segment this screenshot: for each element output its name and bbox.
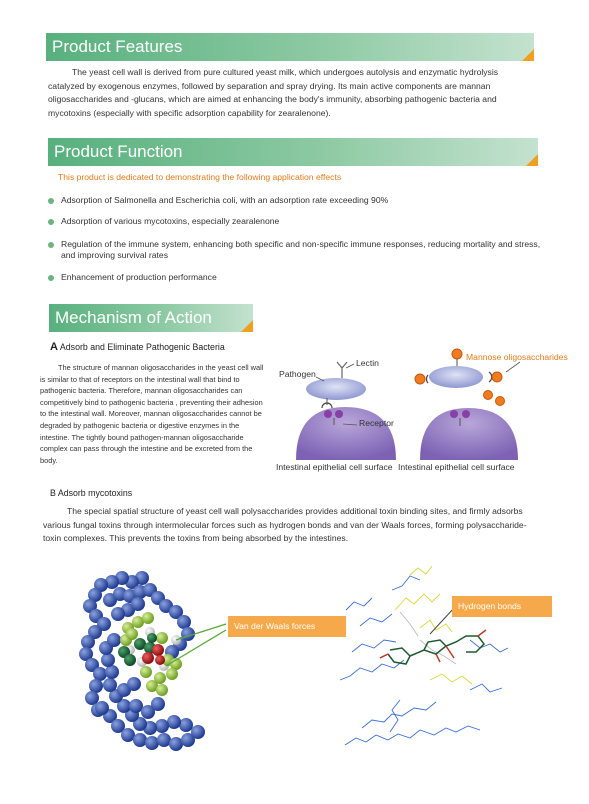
list-item: Regulation of the immune system, enhanci…: [48, 239, 551, 261]
function-intro: This product is dedicated to demonstrati…: [58, 172, 342, 182]
label-hydrogen-bonds: Hydrogen bonds: [452, 596, 552, 617]
section-title: Product Features: [52, 37, 183, 56]
epithelial-cell-left: [296, 407, 396, 460]
callout-pointer: [429, 607, 455, 635]
label-surface-right: Intestinal epithelial cell surface: [398, 462, 515, 472]
mannose-icon: [414, 373, 426, 385]
space-filling-model: [79, 571, 205, 751]
subsection-a-heading: A Adsorb and Eliminate Pathogenic Bacter…: [50, 341, 225, 353]
corner-accent: [241, 320, 253, 332]
pathogen-shape: [306, 378, 366, 400]
callout-pointer: [165, 629, 227, 667]
lectin-binding-icon: [425, 374, 429, 384]
section-header-features: Product Features: [46, 33, 534, 61]
receptor-icon: [450, 410, 458, 418]
subsection-title: Adsorb and Eliminate Pathogenic Bacteria: [59, 342, 225, 352]
subsection-b-paragraph: The special spatial structure of yeast c…: [43, 506, 527, 543]
label-surface-left: Intestinal epithelial cell surface: [276, 462, 393, 472]
receptor-icon: [335, 410, 343, 418]
corner-accent: [522, 49, 534, 61]
mannose-icon: [483, 390, 493, 400]
list-item: Enhancement of production performance: [48, 272, 541, 283]
features-paragraph: The yeast cell wall is derived from pure…: [48, 67, 499, 118]
mannose-icon: [495, 396, 505, 406]
section-header-function: Product Function: [48, 138, 538, 166]
section-header-mechanism: Mechanism of Action: [49, 304, 253, 332]
receptor-icon: [462, 410, 470, 418]
corner-accent: [526, 154, 538, 166]
label-mannose: Mannose oligosaccharides: [466, 352, 568, 362]
label-van-der-waals: Van der Waals forces: [228, 616, 346, 637]
subsection-a-paragraph: The structure of mannan oligosaccharides…: [40, 363, 264, 465]
mannose-icon: [491, 371, 503, 383]
pathogen-shape: [429, 366, 483, 388]
label-lectin: Lectin: [356, 358, 379, 368]
section-title: Mechanism of Action: [55, 308, 212, 327]
label-receptor: Receptor: [359, 418, 394, 428]
section-title: Product Function: [54, 142, 183, 161]
list-item: Adsorption of Salmonella and Escherichia…: [48, 195, 541, 206]
callout-pointer: [175, 623, 227, 641]
receptor-icon: [324, 410, 332, 418]
subsection-b-heading: B Adsorb mycotoxins: [50, 488, 133, 498]
stick-model: [339, 565, 509, 746]
epithelial-cell-right: [420, 408, 518, 460]
lectin-icon: [336, 361, 348, 378]
subsection-letter: A: [50, 341, 58, 353]
label-pathogen: Pathogen: [279, 369, 316, 379]
list-item: Adsorption of various mycotoxins, especi…: [48, 216, 541, 227]
